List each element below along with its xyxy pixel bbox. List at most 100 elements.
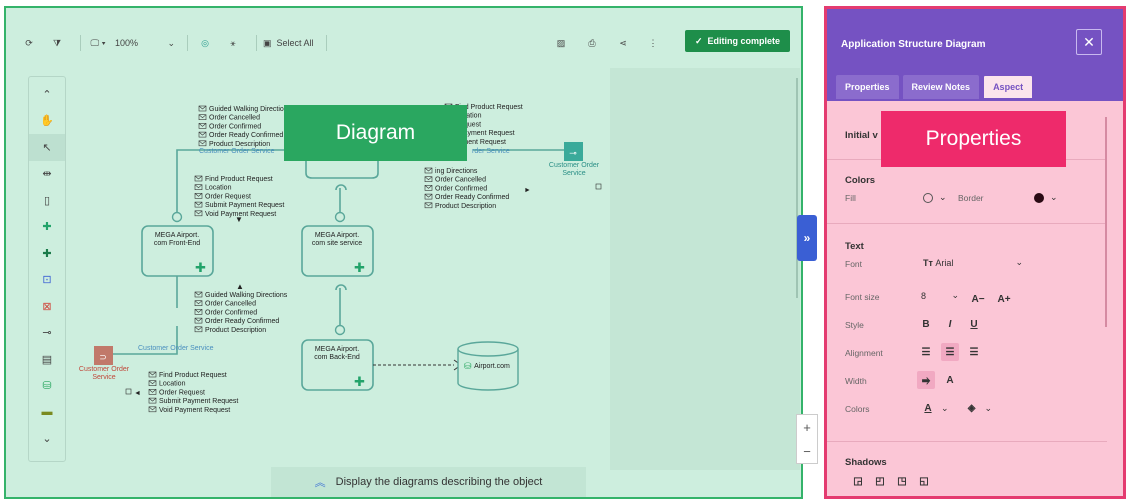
message-envelope-icon bbox=[149, 381, 156, 386]
port-front-end[interactable] bbox=[173, 213, 182, 222]
node-front-end[interactable]: MEGA Airport. com Front-End ✚ bbox=[142, 226, 213, 276]
border-color-picker[interactable]: ⌄ bbox=[1034, 192, 1058, 203]
socket-back-end bbox=[336, 285, 346, 290]
underline-icon[interactable]: U bbox=[965, 315, 983, 333]
italic-icon[interactable]: I bbox=[941, 315, 959, 333]
fill-swatch bbox=[923, 193, 933, 203]
message-envelope-icon bbox=[195, 318, 202, 323]
message-item: Order Cancelled bbox=[435, 177, 486, 184]
bold-icon[interactable]: B bbox=[917, 315, 935, 333]
message-envelope-icon bbox=[195, 193, 202, 198]
properties-tabs: Properties Review Notes Aspect bbox=[836, 75, 1033, 99]
database-label: Airport.com bbox=[474, 363, 510, 370]
node-front-end-line2: com Front-End bbox=[154, 240, 200, 247]
wrap-text-icon[interactable]: ⥤ bbox=[917, 371, 935, 389]
shadow-top-right-icon[interactable]: ◳ bbox=[893, 472, 911, 490]
service-icon: ⊃ bbox=[99, 352, 107, 362]
properties-scrollbar[interactable] bbox=[1105, 117, 1107, 327]
tab-aspect[interactable]: Aspect bbox=[983, 75, 1033, 99]
message-item: Product Description bbox=[209, 141, 270, 148]
chevron-down-icon[interactable]: ⌄ bbox=[941, 403, 949, 414]
align-right-icon[interactable]: ☰ bbox=[965, 343, 983, 361]
increase-font-icon[interactable]: A+ bbox=[995, 290, 1013, 308]
expand-icon[interactable] bbox=[596, 184, 601, 189]
bottom-bar[interactable]: ︽ Display the diagrams describing the ob… bbox=[271, 467, 586, 497]
text-color-pickers: A ⌄ ◈ ⌄ bbox=[919, 399, 992, 417]
shadow-bottom-left-icon[interactable]: ◲ bbox=[849, 472, 867, 490]
alignment-buttons: ☰ ☰ ☰ bbox=[917, 343, 983, 361]
message-envelope-icon bbox=[425, 168, 432, 173]
shadow-buttons: ◲ ◰ ◳ ◱ bbox=[849, 472, 933, 490]
expand-icon[interactable] bbox=[126, 389, 131, 394]
message-item: Order Ready Confirmed bbox=[209, 132, 283, 139]
tab-properties[interactable]: Properties bbox=[836, 75, 899, 99]
node-front-end-line1: MEGA Airport. bbox=[155, 232, 199, 239]
diagram-region: ⟳ ⧩ 🖵 ▾ 100%⌄ ◎ ⚹ ▣Select All ▨ ⎙ ⋖ ⋮ ✓E… bbox=[4, 6, 803, 499]
message-envelope-icon bbox=[195, 185, 202, 190]
double-chevron-right-icon: » bbox=[804, 231, 811, 245]
message-envelope-icon bbox=[195, 211, 202, 216]
text-colors-label: Colors bbox=[845, 404, 870, 414]
message-list-bottom-left: Find Product RequestLocationOrder Reques… bbox=[149, 372, 238, 414]
width-label: Width bbox=[845, 376, 867, 386]
message-envelope-icon bbox=[199, 115, 206, 120]
highlight-color-icon[interactable]: ◈ bbox=[963, 399, 981, 417]
double-chevron-up-icon: ︽ bbox=[315, 474, 326, 490]
message-envelope-icon bbox=[195, 292, 202, 297]
align-left-icon[interactable]: ☰ bbox=[917, 343, 935, 361]
message-list-mid-right: ing DirectionsOrder CancelledOrder Confi… bbox=[425, 168, 509, 210]
node-back-end-line1: MEGA Airport. bbox=[315, 346, 359, 353]
cos-left[interactable]: ⊃ Customer Order Service bbox=[79, 346, 130, 381]
message-item: Find Product Request bbox=[159, 372, 227, 379]
fill-label: Fill bbox=[845, 193, 856, 203]
font-size-label: Font size bbox=[845, 292, 880, 302]
diagram-region-label: Diagram bbox=[284, 105, 467, 161]
arrow-down-icon: ▼ bbox=[235, 215, 243, 224]
message-envelope-icon bbox=[149, 372, 156, 377]
collapse-panel-button[interactable]: » bbox=[797, 215, 817, 261]
font-value: Arial bbox=[935, 258, 953, 268]
decrease-font-icon[interactable]: A− bbox=[969, 290, 987, 308]
message-item: Find Product Request bbox=[205, 176, 273, 183]
shadow-top-left-icon[interactable]: ◰ bbox=[871, 472, 889, 490]
font-icon: Tт bbox=[923, 258, 933, 268]
node-site-service[interactable]: MEGA Airport. com site service ✚ bbox=[302, 226, 373, 276]
zoom-in-icon[interactable]: + bbox=[803, 420, 811, 435]
message-item: Guided Walking Directions bbox=[205, 292, 288, 299]
font-select[interactable]: Tт Arial ⌄ bbox=[923, 257, 1023, 268]
port-site-service[interactable] bbox=[336, 213, 345, 222]
fill-color-picker[interactable]: ⌄ bbox=[923, 192, 947, 203]
font-size-select[interactable]: 8 ⌄ bbox=[921, 290, 959, 301]
cos-right-line2: Service bbox=[562, 170, 585, 177]
border-swatch bbox=[1034, 193, 1044, 203]
database-airport[interactable]: ⛁ Airport.com bbox=[458, 342, 518, 390]
font-size-buttons: A− A+ bbox=[969, 290, 1013, 308]
cos-right[interactable]: ⊸ Customer Order Service bbox=[549, 142, 600, 177]
diagram-canvas[interactable]: MEGA Airport. com Front-End ✚ MEGA Airpo… bbox=[6, 8, 801, 497]
properties-header: Application Structure Diagram ✕ Properti… bbox=[827, 9, 1123, 101]
node-top-partial[interactable] bbox=[306, 158, 378, 178]
tab-review-notes[interactable]: Review Notes bbox=[903, 75, 980, 99]
align-center-icon[interactable]: ☰ bbox=[941, 343, 959, 361]
text-heading: Text bbox=[845, 241, 864, 252]
font-color-icon[interactable]: A bbox=[919, 399, 937, 417]
zoom-control: + − bbox=[796, 414, 818, 464]
properties-title: Application Structure Diagram bbox=[841, 39, 985, 50]
chevron-down-icon: ⌄ bbox=[1015, 257, 1023, 268]
arrow-right-icon: ► bbox=[524, 187, 531, 194]
font-size-value: 8 bbox=[921, 291, 926, 301]
socket-site-service bbox=[336, 185, 346, 190]
shadow-bottom-right-icon[interactable]: ◱ bbox=[915, 472, 933, 490]
message-item: Order Request bbox=[205, 193, 251, 200]
chevron-down-icon[interactable]: ⌄ bbox=[985, 403, 993, 414]
cos-left-line2: Service bbox=[92, 374, 115, 381]
auto-width-icon[interactable]: A bbox=[941, 371, 959, 389]
zoom-out-icon[interactable]: − bbox=[803, 444, 811, 459]
message-list-lower-mid: Guided Walking DirectionsOrder Cancelled… bbox=[195, 292, 288, 334]
node-back-end[interactable]: MEGA Airport. com Back-End ✚ bbox=[302, 340, 373, 390]
close-button[interactable]: ✕ bbox=[1076, 29, 1102, 55]
port-back-end[interactable] bbox=[336, 326, 345, 335]
initial-view-heading[interactable]: Initial v bbox=[845, 130, 878, 141]
message-envelope-icon bbox=[199, 132, 206, 137]
message-envelope-icon bbox=[149, 407, 156, 412]
